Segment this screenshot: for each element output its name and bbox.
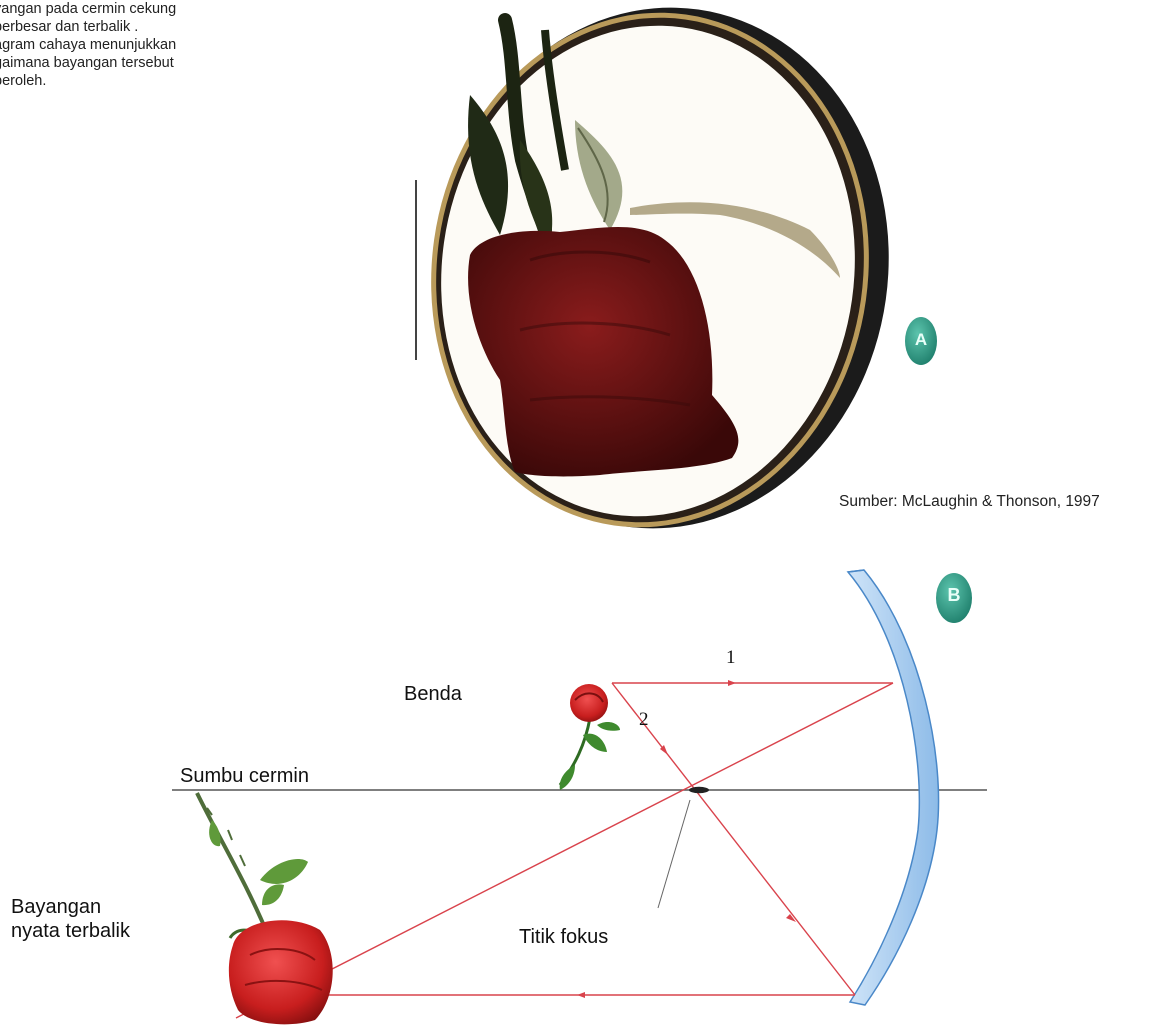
ray-1-reflected <box>236 683 893 1018</box>
mirror-photo <box>398 0 922 558</box>
photo-source-credit: Sumber: McLaughin & Thonson, 1997 <box>839 493 1100 511</box>
badge-a-letter: A <box>913 330 929 350</box>
axis-label: Sumbu cermin <box>180 765 309 788</box>
image-label-line-1: Bayangan <box>11 896 101 919</box>
light-rays <box>236 683 893 1018</box>
badge-b-letter: B <box>945 585 963 606</box>
concave-mirror <box>848 570 939 1005</box>
ray-1-label: 1 <box>726 647 736 669</box>
image-rose <box>197 793 333 1024</box>
image-label-line-2: nyata terbalik <box>11 920 130 943</box>
object-rose <box>560 684 620 790</box>
ray-2-label: 2 <box>639 709 649 731</box>
object-label: Benda <box>404 683 462 706</box>
focus-label: Titik fokus <box>519 926 608 949</box>
focus-point <box>658 787 709 908</box>
